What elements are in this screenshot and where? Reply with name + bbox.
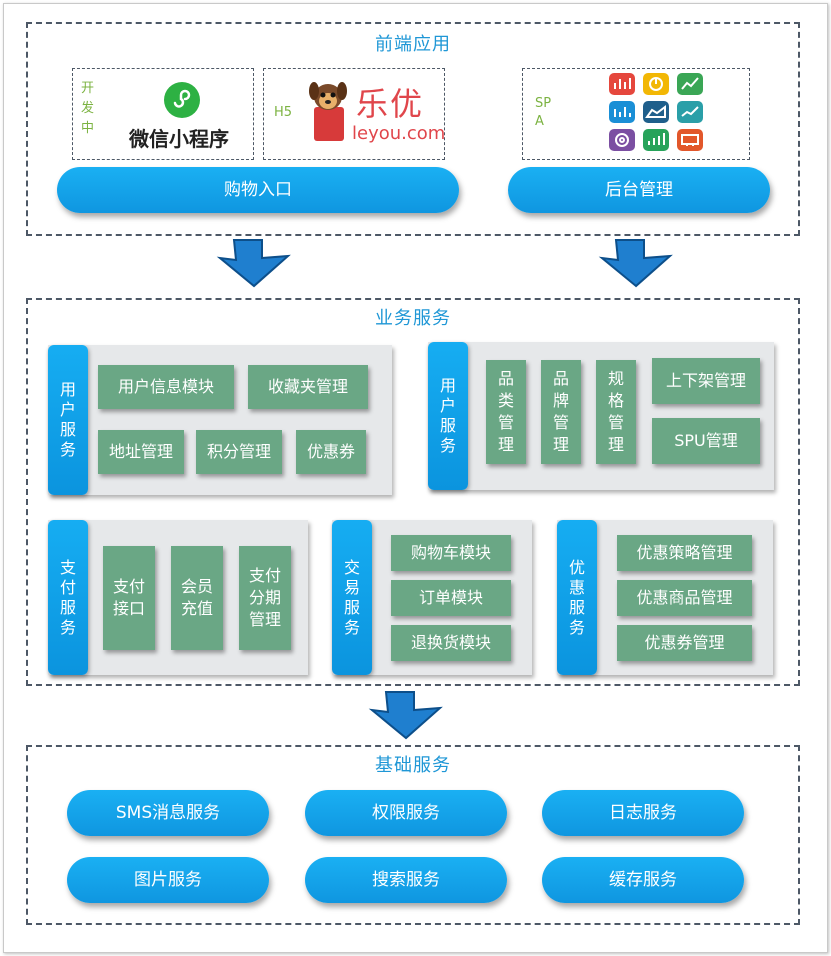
- promo-strategy-module[interactable]: 优惠策略管理: [617, 535, 752, 571]
- promo-goods-module[interactable]: 优惠商品管理: [617, 580, 752, 616]
- leyou-box: H5 乐优 leyou.com: [263, 68, 445, 160]
- category-module[interactable]: 品类管理: [486, 360, 526, 464]
- donut-chart-icon: [609, 129, 635, 151]
- favorites-module[interactable]: 收藏夹管理: [248, 365, 368, 409]
- line-chart-icon: [677, 73, 703, 95]
- image-service-button[interactable]: 图片服务: [67, 857, 269, 903]
- pie-chart-icon: [643, 73, 669, 95]
- spa-label: SPA: [535, 96, 552, 129]
- wechat-box: 开发中 微信小程序: [72, 68, 254, 160]
- trade-service-tag: 交易服务: [332, 520, 372, 675]
- order-module[interactable]: 订单模块: [391, 580, 511, 616]
- column-chart-icon: [609, 101, 635, 123]
- user-service-tag: 用户服务: [48, 345, 88, 495]
- frontend-section: 前端应用: [26, 22, 800, 236]
- wechat-miniprogram-text: 微信小程序: [129, 127, 229, 151]
- shelf-module[interactable]: 上下架管理: [652, 358, 760, 404]
- cart-module[interactable]: 购物车模块: [391, 535, 511, 571]
- goods-service-tag: 用户服务: [428, 342, 468, 490]
- bar-chart-icon: [609, 73, 635, 95]
- leyou-dog-logo: [309, 82, 347, 141]
- auth-service-button[interactable]: 权限服务: [305, 790, 507, 836]
- growth-chart-icon: [643, 129, 669, 151]
- down-arrow-icon: [598, 239, 673, 288]
- shopping-entry-button[interactable]: 购物入口: [57, 167, 459, 213]
- business-title: 业务服务: [375, 308, 451, 329]
- brand-module[interactable]: 品牌管理: [541, 360, 581, 464]
- base-title: 基础服务: [375, 755, 451, 776]
- down-arrow-icon: [216, 239, 291, 288]
- pay-api-module[interactable]: 支付接口: [103, 546, 155, 650]
- down-arrow-icon: [368, 691, 443, 740]
- admin-button[interactable]: 后台管理: [508, 167, 770, 213]
- wechat-miniprogram-icon: [164, 82, 200, 118]
- log-service-button[interactable]: 日志服务: [542, 790, 744, 836]
- h5-label: H5: [274, 105, 293, 120]
- promo-service-tag: 优惠服务: [557, 520, 597, 675]
- sms-service-button[interactable]: SMS消息服务: [67, 790, 269, 836]
- cache-service-button[interactable]: 缓存服务: [542, 857, 744, 903]
- leyou-en-logo: leyou.com: [352, 123, 446, 144]
- business-section: 业务服务: [26, 298, 800, 686]
- dashboard-icon: [677, 129, 703, 151]
- area-chart-icon: [643, 101, 669, 123]
- refund-module[interactable]: 退换货模块: [391, 625, 511, 661]
- base-section: 基础服务: [26, 745, 800, 925]
- installment-module[interactable]: 支付分期管理: [239, 546, 291, 650]
- address-module[interactable]: 地址管理: [98, 430, 184, 474]
- pay-service-tag: 支付服务: [48, 520, 88, 675]
- dev-label: 开发中: [81, 81, 95, 136]
- chart-icon-grid: [609, 73, 709, 157]
- promo-coupon-module[interactable]: 优惠券管理: [617, 625, 752, 661]
- search-service-button[interactable]: 搜索服务: [305, 857, 507, 903]
- coupon-module[interactable]: 优惠券: [296, 430, 366, 474]
- trend-chart-icon: [677, 101, 703, 123]
- user-info-module[interactable]: 用户信息模块: [98, 365, 234, 409]
- frontend-title: 前端应用: [375, 34, 451, 55]
- spu-module[interactable]: SPU管理: [652, 418, 760, 464]
- spec-module[interactable]: 规格管理: [596, 360, 636, 464]
- member-recharge-module[interactable]: 会员充值: [171, 546, 223, 650]
- spa-box: SPA: [522, 68, 750, 160]
- points-module[interactable]: 积分管理: [196, 430, 282, 474]
- leyou-cn-logo: 乐优: [356, 85, 425, 123]
